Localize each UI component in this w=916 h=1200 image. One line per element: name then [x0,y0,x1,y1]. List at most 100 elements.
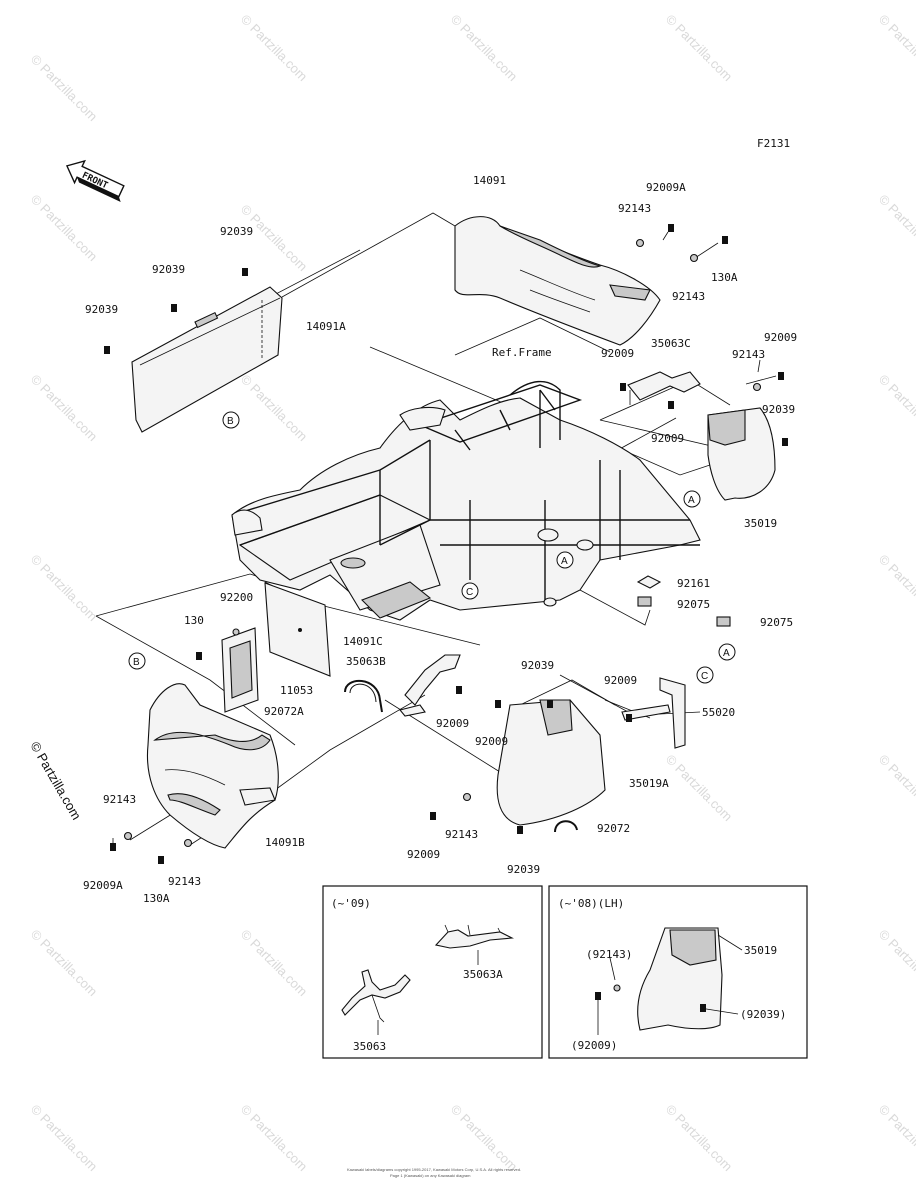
label-14091C: 14091C [343,635,383,648]
bracket-55020 [621,677,686,749]
band-92072 [554,820,578,833]
watermark: © Partzilla.com [238,927,311,1000]
label-inset-92009: (92009) [571,1039,617,1052]
label-92072A: 92072A [264,705,304,718]
watermark: © Partzilla.com [876,12,916,85]
panel-14091A [131,286,283,433]
hardware-92161 [636,575,662,589]
callout-c2: C [696,666,714,684]
front-arrow-icon: FRONT [65,159,125,202]
label-35063B: 35063B [346,655,386,668]
watermark: © Partzilla.com [28,927,101,1000]
fender-35019 [707,407,776,501]
bracket-35063B [399,654,461,717]
label-inset-92143: (92143) [586,948,632,961]
watermark: © Partzilla.com [238,1102,311,1175]
label-92009-m2: 92009 [475,735,508,748]
callout-b2: B [128,652,146,670]
svg-text:C: C [466,587,473,598]
watermark: © Partzilla.com [876,552,916,625]
watermark: © Partzilla.com [876,927,916,1000]
label-130A-l: 130A [143,892,170,905]
side-watermark: © Partzilla.com [27,739,84,822]
label-14091B: 14091B [265,836,305,849]
label-92039-b: 92039 [152,263,185,276]
label-92075-b: 92075 [760,616,793,629]
label-35063C: 35063C [651,337,691,350]
guard-14091 [454,216,661,346]
label-92075-a: 92075 [677,598,710,611]
watermark: © Partzilla.com [238,12,311,85]
label-92143-top: 92143 [618,202,651,215]
hardware-92075-a [637,596,652,607]
label-35019: 35019 [744,517,777,530]
label-92143-l2: 92143 [168,875,201,888]
svg-text:A: A [561,556,568,567]
watermark: © Partzilla.com [876,752,916,825]
panel-14091C [264,582,331,677]
label-92039-a: 92039 [220,225,253,238]
label-92039-b2: 92039 [507,863,540,876]
band-92072A [344,679,383,713]
label-55020: 55020 [702,706,735,719]
callout-a1: A [683,490,701,508]
label-14091A: 14091A [306,320,346,333]
diagram-code: F2131 [757,137,790,150]
label-92009-ra: 92009 [764,331,797,344]
label-35063A: 35063A [463,968,503,981]
watermark: © Partzilla.com [663,12,736,85]
label-92009-b: 92009 [407,848,440,861]
label-130: 130 [184,614,204,627]
inset-left-title: (~'09) [331,897,371,910]
label-92009-m3: 92009 [604,674,637,687]
label-92009A-l: 92009A [83,879,123,892]
cover-11053 [221,627,259,713]
label-92009A-top: 92009A [646,181,686,194]
label-92143-b: 92143 [445,828,478,841]
inset-left: (~'09) 35063A 35063 [322,885,543,1059]
label-92143-l: 92143 [103,793,136,806]
label-92200: 92200 [220,591,253,604]
watermark: © Partzilla.com [663,1102,736,1175]
label-92039-m: 92039 [521,659,554,672]
label-92072: 92072 [597,822,630,835]
watermark: © Partzilla.com [28,552,101,625]
bracket-35063C [627,371,701,405]
label-35019A: 35019A [629,777,669,790]
label-92143-r: 92143 [732,348,765,361]
label-92009-rb: 92009 [601,347,634,360]
label-92161: 92161 [677,577,710,590]
label-92143-top2: 92143 [672,290,705,303]
inset-right-title: (~'08)(LH) [558,897,624,910]
watermark: © Partzilla.com [448,1102,521,1175]
bolt-icons [104,224,788,864]
footer-copyright: Kawasaki labels/diagrams copyright 1995-… [347,1167,521,1172]
label-130A-top: 130A [711,271,738,284]
part-labels: 14091 92009A 92143 130A 92143 92039 9203… [83,174,797,905]
label-92039-c: 92039 [85,303,118,316]
label-inset-35019: 35019 [744,944,777,957]
callout-c1: C [461,582,479,600]
ref-frame-label: Ref.Frame [492,346,552,359]
ref-frame [231,380,701,621]
watermark: © Partzilla.com [448,12,521,85]
guard-14091B [146,683,279,849]
watermark: © Partzilla.com [28,372,101,445]
footer-note: Page 1 (Kawasaki) on any Kawasaki diagra… [390,1173,471,1178]
watermark: © Partzilla.com [876,1102,916,1175]
svg-text:B: B [227,416,234,427]
watermark: © Partzilla.com [876,372,916,445]
svg-text:C: C [701,671,708,682]
callout-a2: A [556,551,574,569]
watermark: © Partzilla.com [28,192,101,265]
label-11053: 11053 [280,684,313,697]
svg-text:A: A [688,495,695,506]
svg-text:B: B [133,657,140,668]
watermark: © Partzilla.com [876,192,916,265]
svg-text:A: A [723,648,730,659]
callout-b1: B [222,411,240,429]
label-92039-r: 92039 [762,403,795,416]
fender-35019A [496,699,606,826]
label-inset-92039: (92039) [740,1008,786,1021]
